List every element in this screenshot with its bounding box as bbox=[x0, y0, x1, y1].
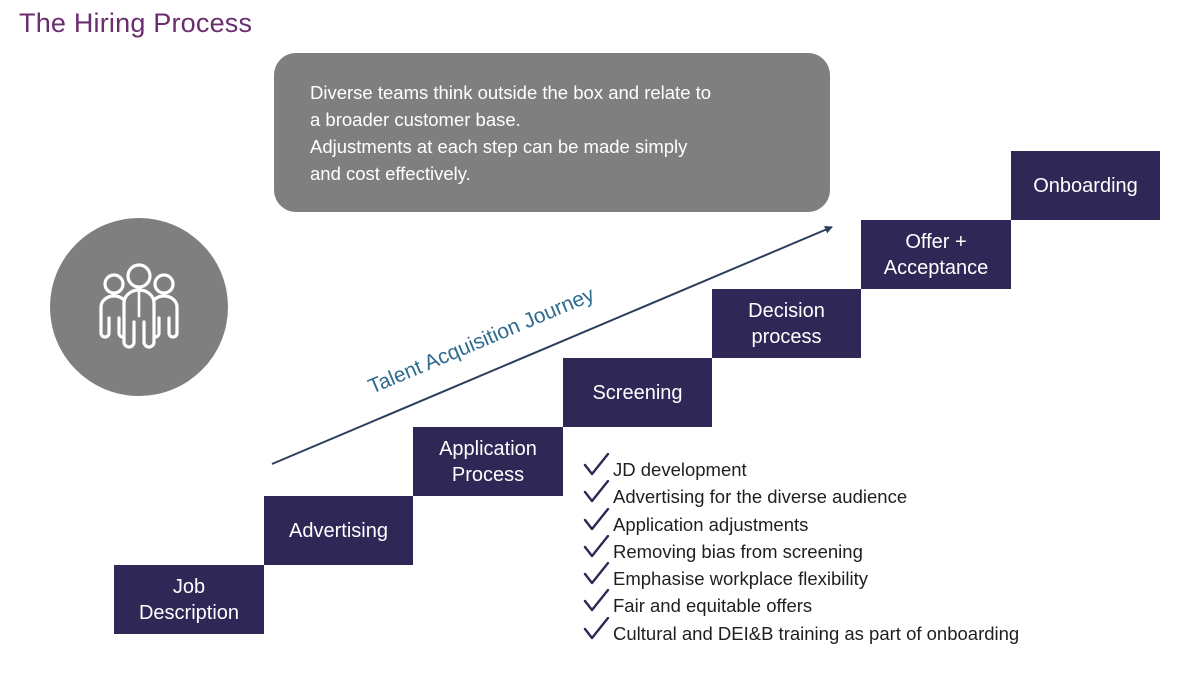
step-label: Decision process bbox=[748, 299, 825, 348]
step-decision-process: Decision process bbox=[712, 289, 861, 358]
checkmark-icon bbox=[583, 589, 610, 612]
people-group-icon bbox=[50, 218, 228, 396]
callout-line: and cost effectively. bbox=[310, 163, 471, 184]
checkmark-icon bbox=[583, 507, 610, 530]
callout-box: Diverse teams think outside the box and … bbox=[274, 53, 830, 212]
step-job-description: Job Description bbox=[114, 565, 264, 634]
step-onboarding: Onboarding bbox=[1011, 151, 1160, 220]
callout-line: a broader customer base. bbox=[310, 109, 521, 130]
step-advertising: Advertising bbox=[264, 496, 413, 565]
checkmark-icon bbox=[583, 534, 610, 558]
step-label: Advertising bbox=[289, 519, 388, 542]
step-label: Application Process bbox=[439, 437, 537, 486]
step-application-process: Application Process bbox=[413, 427, 563, 496]
step-label: Job Description bbox=[138, 575, 240, 624]
checklist-text: Advertising for the diverse audience bbox=[613, 486, 908, 508]
step-screening: Screening bbox=[563, 358, 712, 427]
checklist-text: Emphasise workplace flexibility bbox=[613, 568, 868, 590]
callout-line: Diverse teams think outside the box and … bbox=[310, 82, 712, 103]
page-title: The Hiring Process bbox=[19, 8, 253, 38]
checklist-text: Fair and equitable offers bbox=[613, 595, 813, 617]
checkmark-icon bbox=[583, 616, 610, 639]
checklist-text: JD development bbox=[613, 459, 747, 480]
checklist-text: Removing bias from screening bbox=[613, 540, 863, 562]
checklist-text: Cultural and DEI&B training as part of o… bbox=[613, 622, 1020, 644]
step-label: Onboarding bbox=[1033, 174, 1138, 197]
checkmark-icon bbox=[583, 562, 610, 585]
step-label: Offer + Acceptance bbox=[883, 230, 989, 279]
callout-line: Adjustments at each step can be made sim… bbox=[310, 136, 688, 157]
step-offer-acceptance: Offer + Acceptance bbox=[861, 220, 1011, 289]
checkmark-icon bbox=[583, 480, 610, 503]
checkmark-icon bbox=[583, 453, 610, 476]
step-label: Screening bbox=[592, 381, 683, 404]
checklist-text: Application adjustments bbox=[613, 513, 809, 535]
